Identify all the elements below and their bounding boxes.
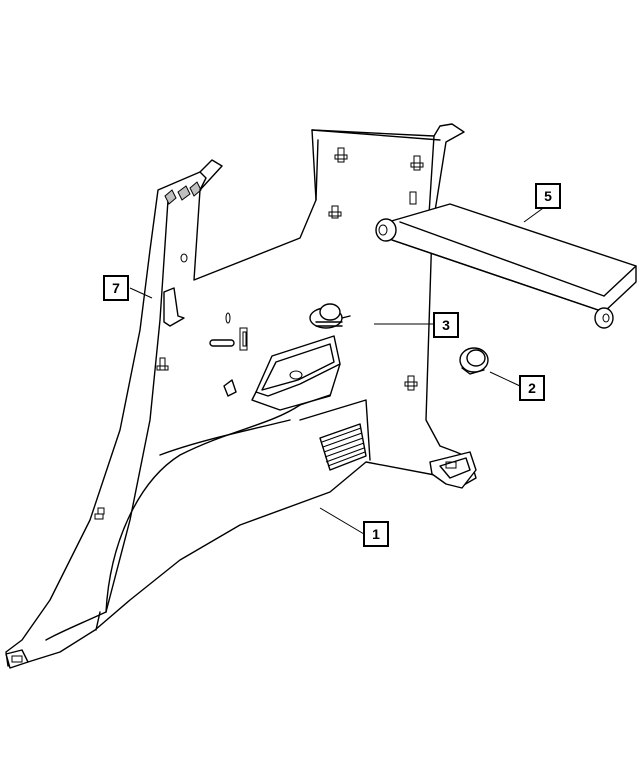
callout-2: 2 [519, 375, 545, 401]
callout-3: 3 [433, 312, 459, 338]
callout-3-label: 3 [442, 317, 450, 333]
leader-part1 [319, 507, 365, 535]
cargo-cover-part5 [375, 203, 637, 329]
callout-5-label: 5 [544, 188, 552, 204]
callout-1: 1 [363, 521, 389, 547]
fastener-part3 [309, 303, 351, 329]
callout-2-label: 2 [528, 380, 536, 396]
leader-part7 [129, 287, 153, 299]
callout-5: 5 [535, 183, 561, 209]
callout-1-label: 1 [372, 526, 380, 542]
callout-7: 7 [103, 275, 129, 301]
grommet-part2 [459, 347, 489, 375]
quarter-trim-panel [5, 123, 477, 669]
callout-7-label: 7 [112, 280, 120, 296]
leader-part2 [489, 371, 521, 387]
